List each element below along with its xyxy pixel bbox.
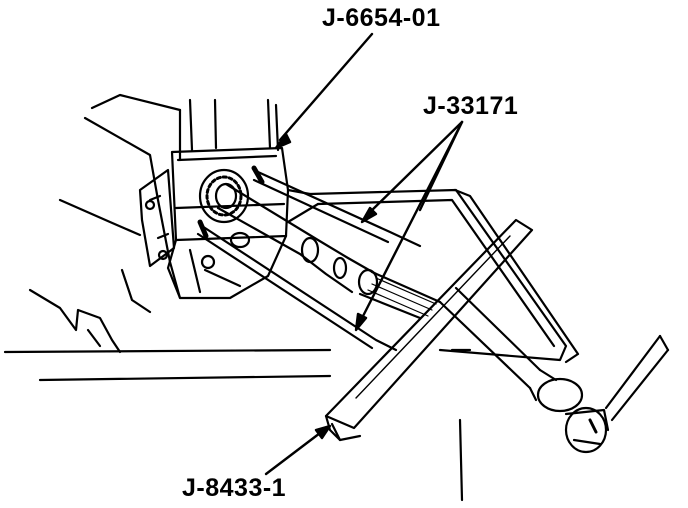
transmission-case <box>28 93 290 354</box>
guide-pins <box>196 165 422 352</box>
slide-hammer <box>324 218 670 454</box>
workbench <box>3 348 472 502</box>
label-guide-pins: J-33171 <box>423 92 519 120</box>
output-shaft <box>216 182 442 320</box>
callout-leaders <box>264 32 464 476</box>
label-slide-hammer: J-8433-1 <box>182 474 287 502</box>
label-spreader-tool: J-6654-01 <box>322 4 441 32</box>
